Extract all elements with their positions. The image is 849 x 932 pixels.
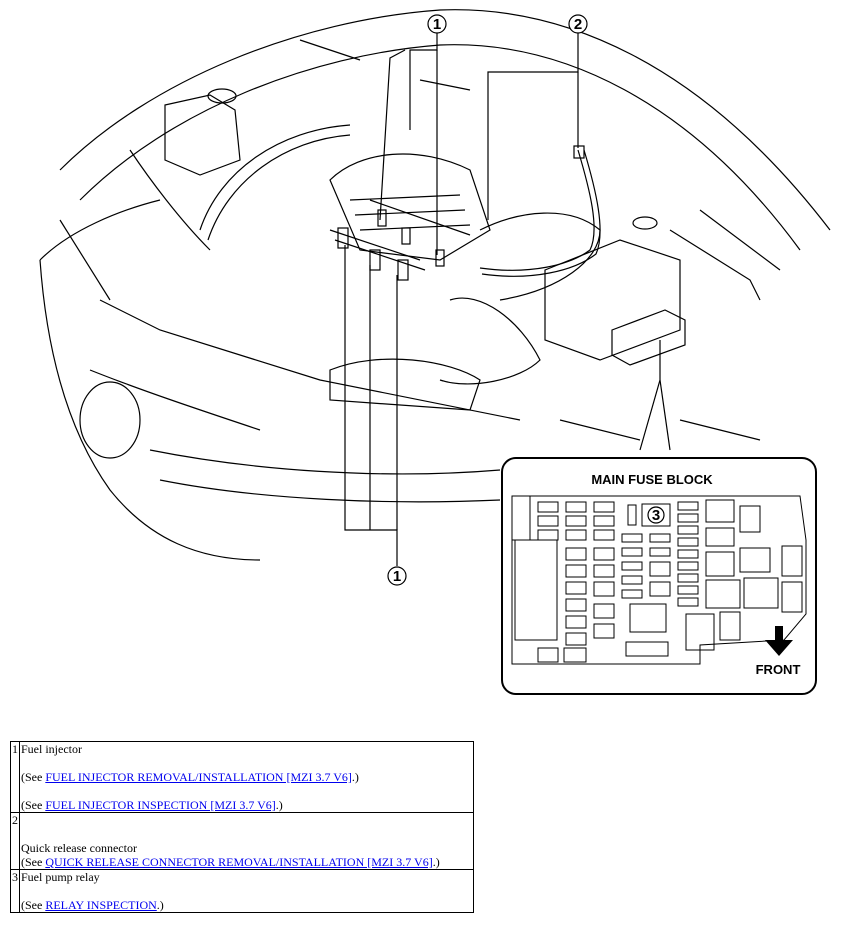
legend-row-number: 3 [10,869,20,913]
callout-1-top-label: 1 [433,16,441,33]
fuel-injector-removal-link[interactable]: FUEL INJECTOR REMOVAL/INSTALLATION [MZI … [45,770,352,784]
reference-line: (See QUICK RELEASE CONNECTOR REMOVAL/INS… [21,855,440,869]
callout-2-label: 2 [574,16,582,33]
callout-1-top: 1 [427,14,447,34]
quick-release-connector-link[interactable]: QUICK RELEASE CONNECTOR REMOVAL/INSTALLA… [45,855,433,869]
fuse-block-title: MAIN FUSE BLOCK [591,472,713,487]
reference-line: (See FUEL INJECTOR REMOVAL/INSTALLATION … [21,770,359,784]
fuse-block-body [511,495,807,665]
component-name: Fuel injector [21,742,82,756]
front-arrow-icon [765,626,793,656]
callout-3: 3 [647,506,665,524]
reference-line: (See FUEL INJECTOR INSPECTION [MZI 3.7 V… [21,798,283,812]
callout-1-bottom: 1 [387,566,407,586]
legend-row-number: 2 [10,812,20,870]
engine-bay-diagram: 1 2 1 MAIN FUSE BLOCK [39,9,831,695]
relay-inspection-link[interactable]: RELAY INSPECTION [45,898,157,912]
callout-leaders [344,32,671,566]
engine-bay-illustration [39,9,831,561]
main-fuse-block-inset: MAIN FUSE BLOCK [501,457,817,695]
component-name: Quick release connector [21,841,137,855]
legend-row-2: 2 Quick release connector (See QUICK REL… [10,812,474,870]
legend-row-3: 3 Fuel pump relay (See RELAY INSPECTION.… [10,869,474,913]
legend-row-description: Fuel injector (See FUEL INJECTOR REMOVAL… [19,741,474,813]
legend-row-number: 1 [10,741,20,813]
legend-row-1: 1 Fuel injector (See FUEL INJECTOR REMOV… [10,741,474,813]
front-label: FRONT [756,662,801,677]
callout-3-label: 3 [652,507,660,524]
reference-line: (See RELAY INSPECTION.) [21,898,164,912]
legend-table: 1 Fuel injector (See FUEL INJECTOR REMOV… [10,741,474,913]
legend-row-description: Fuel pump relay (See RELAY INSPECTION.) [19,869,474,913]
callout-2: 2 [568,14,588,34]
fuel-injector-inspection-link[interactable]: FUEL INJECTOR INSPECTION [MZI 3.7 V6] [45,798,276,812]
legend-row-description: Quick release connector (See QUICK RELEA… [19,812,474,870]
callout-1-bottom-label: 1 [393,568,401,585]
component-name: Fuel pump relay [21,870,100,884]
